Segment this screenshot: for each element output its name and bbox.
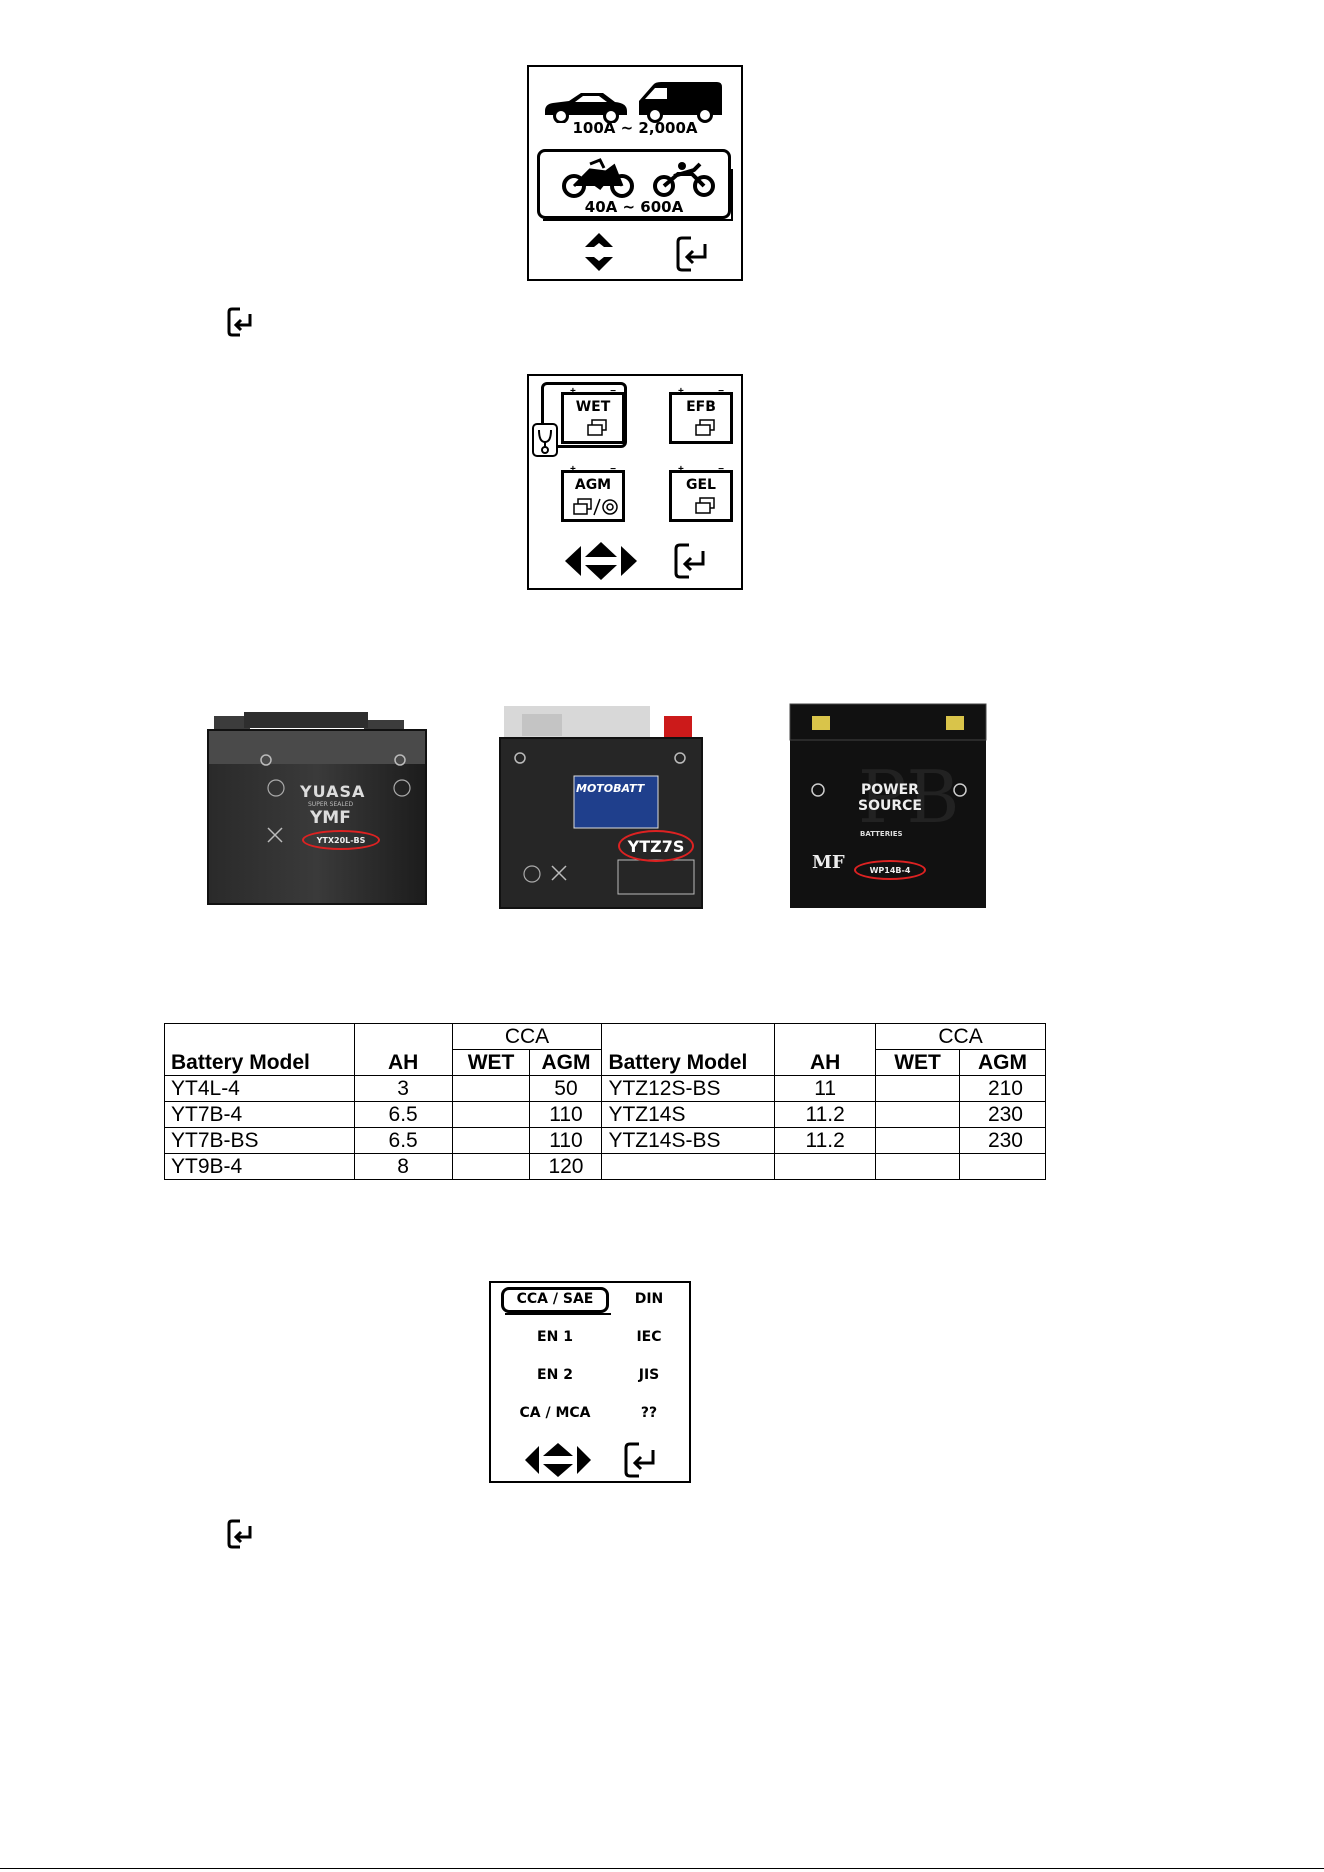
col-header-cca: CCA (875, 1023, 1046, 1050)
photo-brand: YUASA (300, 782, 366, 801)
col-header-cca: CCA (451, 1023, 603, 1050)
standard-unknown[interactable]: ?? (640, 1405, 658, 1421)
battery-spec-table: Battery Model AH CCA Battery Model AH CC… (164, 1023, 1046, 1180)
photo-brand: MOTOBATT (576, 782, 645, 795)
table-row: YT4L-4 3 50 YTZ12S-BS 11 210 (164, 1075, 1046, 1102)
table-row: YT9B-4 8 120 (164, 1153, 1046, 1180)
up-down-arrows-icon[interactable] (583, 231, 615, 273)
battery-icon (695, 419, 715, 436)
battery-spiral-icon (573, 498, 618, 516)
standard-cca-sae[interactable]: CCA / SAE (516, 1291, 594, 1307)
enter-icon-standalone-1 (226, 306, 260, 338)
photo-brand: POWER SOURCE (858, 782, 922, 814)
col-header-agm: AGM (529, 1049, 603, 1076)
standard-selection-box[interactable] (501, 1287, 609, 1313)
car-range-label: 100A ~ 2,000A (572, 119, 698, 137)
battery-type-wet[interactable]: +− WET (561, 386, 625, 444)
standard-ca-mca[interactable]: CA / MCA (519, 1405, 591, 1421)
selection-shadow-line (543, 219, 733, 221)
photo-subtitle: SUPER SEALED (308, 801, 354, 808)
photo-model-label: YTZ7S (618, 830, 694, 862)
svg-text:PB: PB (858, 755, 959, 839)
battery-photo-motobatt: MOTOBATT YTZ7S (498, 702, 704, 910)
battery-type-agm[interactable]: +− AGM (561, 464, 625, 522)
motorcycle-icon (562, 158, 634, 198)
four-way-arrows-icon[interactable] (563, 540, 639, 582)
enter-icon-standalone-2 (226, 1518, 260, 1550)
moto-range-label: 40A ~ 600A (584, 198, 684, 216)
col-header-ah: AH (774, 1023, 877, 1076)
table-header-row-sub: WET AGM WET AGM (165, 1049, 1046, 1076)
col-header-wet: WET (875, 1049, 961, 1076)
col-header-ah: AH (353, 1023, 453, 1076)
table-header-row-top: Battery Model AH CCA Battery Model AH CC… (164, 1023, 1046, 1076)
selection-shadow (505, 1313, 611, 1315)
col-header-agm: AGM (959, 1049, 1046, 1076)
enter-icon[interactable] (623, 1441, 663, 1479)
battery-type-gel[interactable]: +− GEL (669, 464, 733, 522)
enter-icon (227, 1519, 252, 1549)
stethoscope-icon (532, 423, 558, 457)
photo-model-label: YTX20L-BS (302, 830, 380, 850)
battery-icon (695, 497, 715, 514)
table-row: YT7B-BS 6.5 110 YTZ14S-BS 11.2 230 (164, 1127, 1046, 1154)
battery-type-panel: +− WET +− EFB +− AGM +− GEL (527, 374, 743, 590)
wet-selection-bracket (541, 382, 627, 448)
standard-jis[interactable]: JIS (638, 1367, 660, 1383)
motorcycle-selection-box[interactable]: 40A ~ 600A (537, 149, 731, 219)
four-way-arrows-icon[interactable] (523, 1441, 593, 1479)
col-header-model: Battery Model (164, 1023, 355, 1076)
standard-iec[interactable]: IEC (636, 1329, 662, 1345)
standard-en2[interactable]: EN 2 (537, 1367, 573, 1383)
vehicle-range-panel: 100A ~ 2,000A 40A ~ 600A (527, 65, 743, 281)
col-header-model: Battery Model (601, 1023, 776, 1076)
enter-icon[interactable] (673, 542, 713, 580)
photo-model-label: WP14B-4 (854, 860, 926, 880)
col-header-wet: WET (451, 1049, 531, 1076)
battery-photo-yuasa: YUASA SUPER SEALED YMF YTX20L-BS (204, 708, 430, 908)
van-icon (639, 82, 722, 123)
table-row: YT7B-4 6.5 110 YTZ14S 11.2 230 (164, 1101, 1046, 1128)
battery-type-efb[interactable]: +− EFB (669, 386, 733, 444)
photo-badge: YMF (310, 808, 351, 828)
selection-shadow-line-vertical (731, 169, 733, 221)
enter-icon (227, 307, 252, 337)
standard-en1[interactable]: EN 1 (537, 1329, 573, 1345)
standard-din[interactable]: DIN (634, 1291, 664, 1307)
page-bottom-rule (0, 1868, 1324, 1869)
battery-photo-power-source: PB POWER SOURCE BATTERIES MF WP14B-4 (788, 702, 988, 910)
enter-icon[interactable] (675, 235, 715, 273)
rating-standard-panel: CCA / SAE DIN EN 1 IEC EN 2 JIS CA / MCA… (489, 1281, 691, 1483)
photo-subtitle: BATTERIES (860, 830, 903, 838)
photo-badge: MF (812, 852, 845, 873)
battery-icon (587, 419, 607, 436)
dirt-bike-icon (653, 162, 715, 197)
car-icon (545, 93, 627, 123)
